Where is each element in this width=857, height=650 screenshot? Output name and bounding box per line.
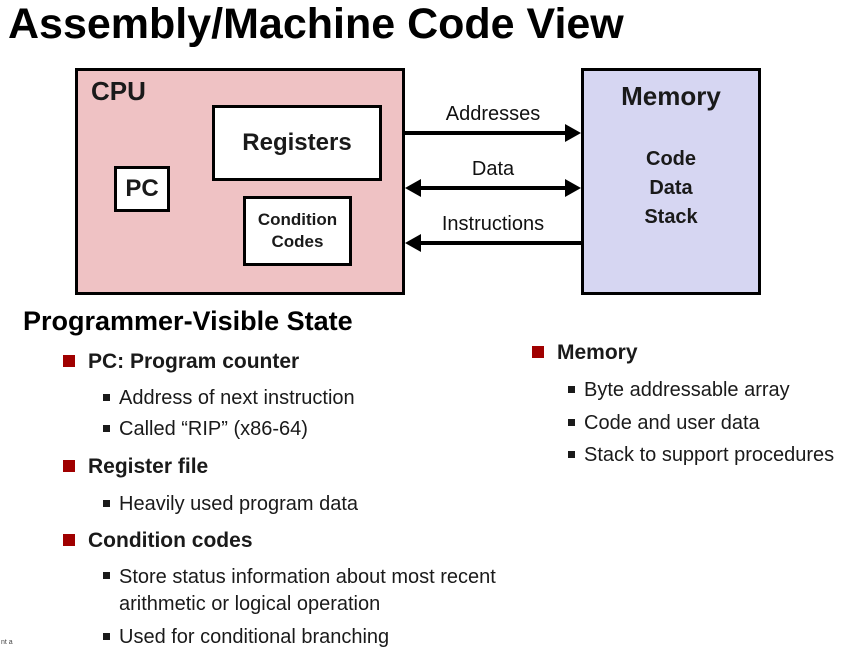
- sub-bullet-icon: [103, 394, 110, 401]
- list-item-branching: Used for conditional branching: [103, 625, 389, 649]
- registers-box: Registers: [212, 105, 382, 181]
- bullet-square-icon: [63, 534, 75, 546]
- sub-bullet-icon: [103, 633, 110, 640]
- list-item-memory: Memory: [532, 340, 638, 365]
- list-item-program-data: Heavily used program data: [103, 492, 358, 516]
- memory-item-data: Data: [649, 177, 693, 199]
- section-heading: Programmer-Visible State: [23, 306, 353, 336]
- bullet-text: Memory: [557, 341, 638, 364]
- bullet-text: Code and user data: [584, 412, 760, 434]
- condition-codes-box: Condition Codes: [243, 196, 352, 266]
- memory-label: Memory: [621, 81, 721, 111]
- sub-bullet-icon: [103, 572, 110, 579]
- memory-item-stack: Stack: [644, 206, 698, 228]
- registers-label: Registers: [242, 129, 352, 156]
- bullet-square-icon: [63, 460, 75, 472]
- bullet-text: Heavily used program data: [119, 493, 359, 515]
- bullet-text: Called “RIP” (x86-64): [119, 418, 308, 440]
- cpu-box: CPU Registers PC Condition Codes: [75, 68, 405, 295]
- memory-contents: Code Data Stack: [584, 145, 758, 232]
- sub-bullet-icon: [568, 451, 575, 458]
- list-item-stack-procedures: Stack to support procedures: [568, 443, 834, 467]
- list-item-status-info: Store status information about most rece…: [103, 564, 519, 618]
- footer-fragment: nt a: [1, 639, 13, 646]
- list-item-register-file: Register file: [63, 454, 208, 479]
- bullet-square-icon: [532, 346, 544, 358]
- data-arrowhead-right-icon: [565, 179, 581, 197]
- sub-bullet-icon: [568, 419, 575, 426]
- bullet-text: Stack to support procedures: [584, 444, 835, 466]
- bullet-square-icon: [63, 355, 75, 367]
- bullet-text: Store status information about most rece…: [119, 566, 496, 615]
- instructions-bus-label: Instructions: [441, 213, 545, 235]
- bullet-text: PC: Program counter: [88, 350, 300, 373]
- list-item-rip: Called “RIP” (x86-64): [103, 417, 308, 441]
- instructions-arrow-line: [419, 241, 581, 245]
- pc-box: PC: [114, 166, 170, 212]
- sub-bullet-icon: [568, 386, 575, 393]
- slide-title: Assembly/Machine Code View: [8, 0, 624, 48]
- bullet-text: Address of next instruction: [119, 387, 355, 409]
- bullet-text: Condition codes: [88, 529, 253, 552]
- list-item-pc: PC: Program counter: [63, 349, 299, 374]
- cpu-label: CPU: [91, 76, 146, 106]
- memory-item-code: Code: [646, 148, 696, 170]
- bullet-text: Used for conditional branching: [119, 626, 390, 648]
- bullet-text: Register file: [88, 455, 209, 478]
- bullet-text: Byte addressable array: [584, 379, 790, 401]
- list-item-condition-codes: Condition codes: [63, 528, 253, 553]
- memory-box: Memory Code Data Stack: [581, 68, 761, 295]
- sub-bullet-icon: [103, 500, 110, 507]
- sub-bullet-icon: [103, 425, 110, 432]
- list-item-code-user-data: Code and user data: [568, 411, 760, 435]
- addresses-arrow-line: [405, 131, 566, 135]
- list-item-address-next: Address of next instruction: [103, 386, 355, 410]
- data-arrow-line: [419, 186, 566, 190]
- addresses-bus-label: Addresses: [445, 103, 541, 125]
- list-item-byte-array: Byte addressable array: [568, 378, 790, 402]
- pc-label: PC: [125, 175, 159, 202]
- condition-codes-line2: Codes: [271, 232, 324, 251]
- data-arrowhead-left-icon: [405, 179, 421, 197]
- condition-codes-line1: Condition: [257, 210, 338, 229]
- data-bus-label: Data: [471, 158, 515, 180]
- instructions-arrowhead-icon: [405, 234, 421, 252]
- addresses-arrowhead-icon: [565, 124, 581, 142]
